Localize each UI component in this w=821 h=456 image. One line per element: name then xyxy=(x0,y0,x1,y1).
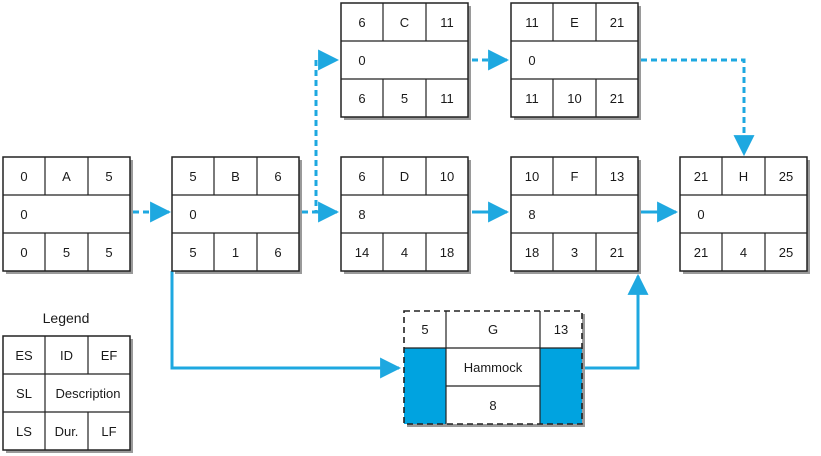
legend-es: ES xyxy=(15,348,33,363)
node-c-dur: 5 xyxy=(401,91,408,106)
node-h-dur: 4 xyxy=(740,245,747,260)
node-g-hammock: 5 G 13 Hammock 8 xyxy=(403,310,585,427)
node-d-es: 6 xyxy=(358,169,365,184)
node-h-sl: 0 xyxy=(697,207,704,222)
node-h-es: 21 xyxy=(694,169,708,184)
connectors xyxy=(133,49,755,379)
legend-title: Legend xyxy=(43,310,90,326)
legend-sl: SL xyxy=(16,386,32,401)
hammock-left-fill xyxy=(404,348,446,424)
node-f-dur: 3 xyxy=(571,245,578,260)
hammock-right-fill xyxy=(540,348,582,424)
node-c-lf: 11 xyxy=(440,91,454,106)
node-a-ls: 0 xyxy=(20,245,27,260)
node-b-es: 5 xyxy=(189,169,196,184)
node-a-es: 0 xyxy=(20,169,27,184)
node-a-dur: 5 xyxy=(63,245,70,260)
node-d-ef: 10 xyxy=(440,169,454,184)
legend-id: ID xyxy=(60,348,73,363)
node-e-ef: 21 xyxy=(610,15,624,30)
node-e-id: E xyxy=(570,15,579,30)
node-a: 0 A 5 0 0 5 5 xyxy=(2,156,133,274)
node-e-dur: 10 xyxy=(567,91,581,106)
node-b-ls: 5 xyxy=(189,245,196,260)
node-e-es: 11 xyxy=(525,15,539,30)
legend-ef: EF xyxy=(101,348,118,363)
node-g-description: Hammock xyxy=(464,360,523,375)
legend-dur: Dur. xyxy=(55,424,79,439)
node-a-ef: 5 xyxy=(105,169,112,184)
node-d-dur: 4 xyxy=(401,245,408,260)
node-f-sl: 8 xyxy=(528,207,535,222)
node-h-id: H xyxy=(739,169,748,184)
arrow-b-to-g xyxy=(170,271,402,379)
node-b-sl: 0 xyxy=(189,207,196,222)
node-h-ef: 25 xyxy=(779,169,793,184)
node-f-ef: 13 xyxy=(610,169,624,184)
arrow-b-to-c xyxy=(302,49,340,214)
legend-description: Description xyxy=(55,386,120,401)
node-f-id: F xyxy=(571,169,579,184)
node-g-es: 5 xyxy=(421,322,428,337)
node-e: 11 E 21 0 11 10 21 xyxy=(510,2,641,120)
node-d: 6 D 10 8 14 4 18 xyxy=(340,156,471,274)
node-b: 5 B 6 0 5 1 6 xyxy=(171,156,302,274)
node-c: 6 C 11 0 6 5 11 xyxy=(340,2,471,120)
node-c-id: C xyxy=(400,15,409,30)
node-d-lf: 18 xyxy=(440,245,454,260)
node-h-lf: 25 xyxy=(779,245,793,260)
node-a-sl: 0 xyxy=(20,207,27,222)
node-h-ls: 21 xyxy=(694,245,708,260)
node-f: 10 F 13 8 18 3 21 xyxy=(510,156,641,274)
node-g-id: G xyxy=(488,322,498,337)
node-d-ls: 14 xyxy=(355,245,369,260)
node-b-lf: 6 xyxy=(274,245,281,260)
node-a-lf: 5 xyxy=(105,245,112,260)
node-f-lf: 21 xyxy=(610,245,624,260)
node-b-dur: 1 xyxy=(232,245,239,260)
node-e-sl: 0 xyxy=(528,53,535,68)
node-c-es: 6 xyxy=(358,15,365,30)
node-b-id: B xyxy=(231,169,240,184)
legend-box: ES ID EF SL Description LS Dur. LF xyxy=(2,335,133,453)
node-d-id: D xyxy=(400,169,409,184)
arrow-e-to-h xyxy=(641,58,755,157)
node-c-ls: 6 xyxy=(358,91,365,106)
node-a-id: A xyxy=(62,169,71,184)
arrow-g-to-f xyxy=(583,273,649,370)
node-c-sl: 0 xyxy=(358,53,365,68)
node-e-ls: 11 xyxy=(525,91,539,106)
node-h: 21 H 25 0 21 4 25 xyxy=(679,156,810,274)
node-f-es: 10 xyxy=(525,169,539,184)
node-b-ef: 6 xyxy=(274,169,281,184)
node-d-sl: 8 xyxy=(358,207,365,222)
node-g-dur: 8 xyxy=(489,398,496,413)
legend-lf: LF xyxy=(101,424,116,439)
node-e-lf: 21 xyxy=(610,91,624,106)
node-c-ef: 11 xyxy=(440,15,454,30)
node-f-ls: 18 xyxy=(525,245,539,260)
node-g-ef: 13 xyxy=(554,322,568,337)
legend-ls: LS xyxy=(16,424,32,439)
